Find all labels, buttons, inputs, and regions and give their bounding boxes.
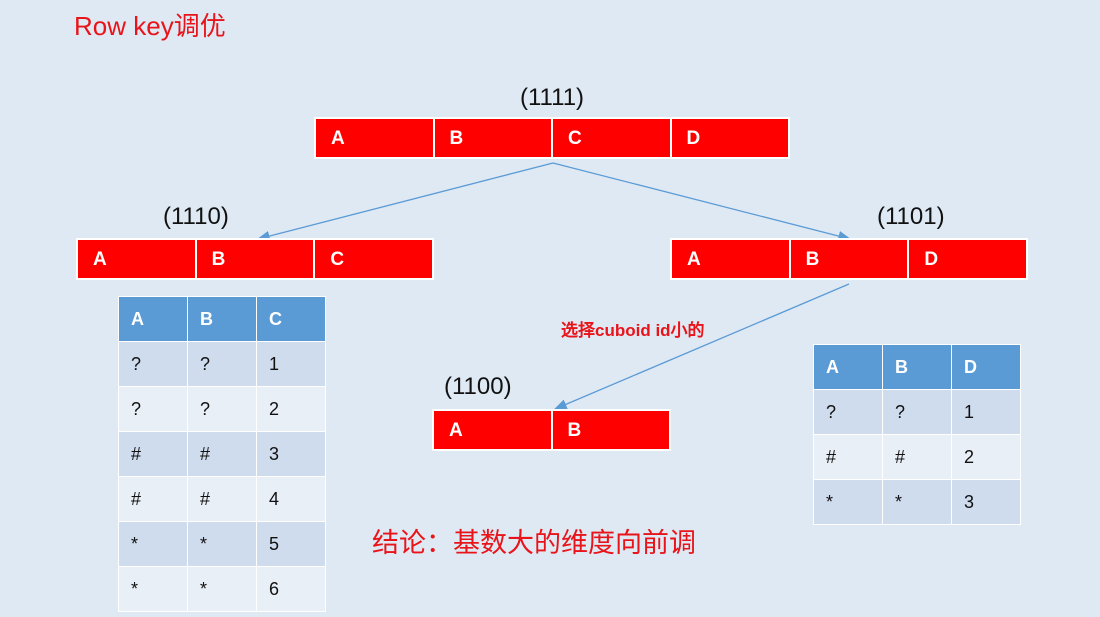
table-cell: 5 <box>256 521 326 567</box>
table-cell: # <box>813 434 883 480</box>
table-cell: ? <box>187 386 257 432</box>
table-cell: * <box>187 566 257 612</box>
table-row: ? ? 2 <box>118 386 326 432</box>
table-cell: ? <box>118 341 188 387</box>
table-cell: * <box>118 566 188 612</box>
table-cell: ? <box>187 341 257 387</box>
table-header: C <box>256 296 326 342</box>
table-header: A <box>118 296 188 342</box>
table-cell: 1 <box>256 341 326 387</box>
table-row: ? ? 1 <box>813 389 1021 435</box>
table-row: ? ? 1 <box>118 341 326 387</box>
arrow-1111-to-1110 <box>256 162 554 242</box>
table-header: B <box>882 344 952 390</box>
table-cell: 1 <box>951 389 1021 435</box>
table-cell: # <box>882 434 952 480</box>
table-cell: 2 <box>951 434 1021 480</box>
arrow-1101-to-1100 <box>553 283 850 410</box>
table-row: * * 3 <box>813 479 1021 525</box>
table-row: # # 2 <box>813 434 1021 480</box>
cuboid-bar-1101: A B D <box>670 238 1028 280</box>
table-row: # # 4 <box>118 476 326 522</box>
selection-note: 选择cuboid id小的 <box>561 321 705 340</box>
bar-cell: B <box>432 119 552 157</box>
bar-cell: B <box>194 240 314 278</box>
table-cell: 3 <box>951 479 1021 525</box>
table-cell: # <box>187 476 257 522</box>
bar-cell: A <box>687 249 701 270</box>
table-cell: * <box>882 479 952 525</box>
table-cell: ? <box>118 386 188 432</box>
bar-cell: A <box>331 128 345 149</box>
table-row: * * 6 <box>118 566 326 612</box>
table-cell: ? <box>882 389 952 435</box>
table-row: # # 3 <box>118 431 326 477</box>
conclusion-text: 结论：基数大的维度向前调 <box>372 528 696 558</box>
cuboid-id-1110: (1110) <box>163 203 229 230</box>
table-cell: * <box>118 521 188 567</box>
table-cell: ? <box>813 389 883 435</box>
table-cell: # <box>118 431 188 477</box>
table-cuboid-1110: A B C ? ? 1 ? ? 2 # # 3 # # 4 * * 5 * * … <box>118 296 326 612</box>
table-cell: 6 <box>256 566 326 612</box>
table-cell: # <box>187 431 257 477</box>
bar-cell: D <box>907 240 1026 278</box>
cuboid-bar-1110: A B C <box>76 238 434 280</box>
bar-cell: C <box>551 119 670 157</box>
table-cell: 4 <box>256 476 326 522</box>
table-cuboid-1101: A B D ? ? 1 # # 2 * * 3 <box>813 344 1021 525</box>
cuboid-id-1100: (1100) <box>444 373 512 400</box>
table-cell: 3 <box>256 431 326 477</box>
table-header: D <box>951 344 1021 390</box>
bar-cell: C <box>313 240 432 278</box>
bar-cell: B <box>788 240 908 278</box>
cuboid-bar-1100: A B <box>432 409 671 451</box>
bar-cell: A <box>449 420 463 441</box>
arrow-1111-to-1101 <box>552 162 852 242</box>
table-cell: * <box>187 521 257 567</box>
page-title: Row key调优 <box>74 11 226 41</box>
table-header: A <box>813 344 883 390</box>
cuboid-bar-1111: A B C D <box>314 117 790 159</box>
table-header: B <box>187 296 257 342</box>
table-cell: * <box>813 479 883 525</box>
table-row: * * 5 <box>118 521 326 567</box>
bar-cell: A <box>93 249 107 270</box>
cuboid-id-1111: (1111) <box>520 84 585 111</box>
cuboid-id-1101: (1101) <box>877 203 945 230</box>
bar-cell: B <box>550 411 670 449</box>
table-cell: 2 <box>256 386 326 432</box>
bar-cell: D <box>669 119 789 157</box>
table-cell: # <box>118 476 188 522</box>
